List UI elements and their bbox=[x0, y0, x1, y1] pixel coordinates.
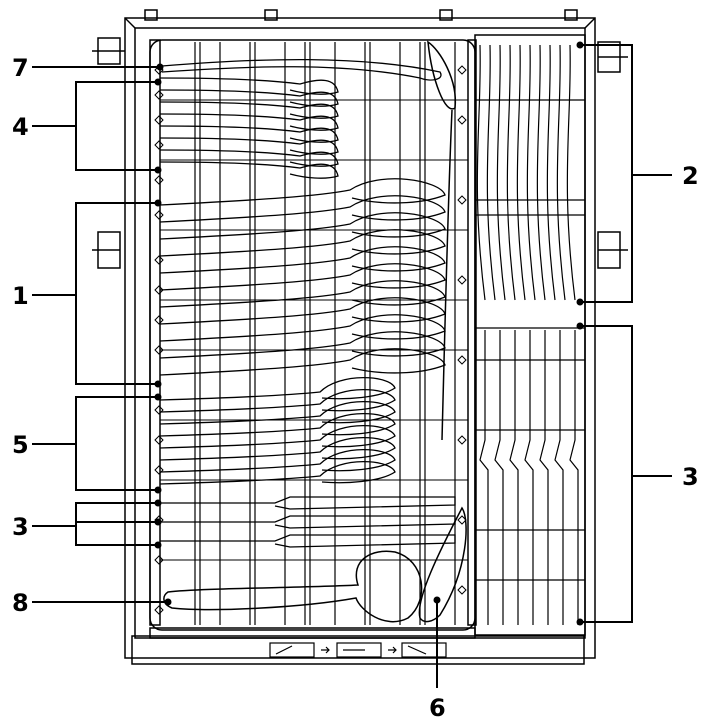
callout-dots bbox=[154, 41, 584, 626]
callout-6: 6 bbox=[429, 694, 446, 722]
wheel-mid-right bbox=[597, 231, 628, 269]
callout-leaders bbox=[32, 44, 672, 688]
wheel-top-right bbox=[597, 41, 628, 73]
wheel-top-left bbox=[92, 37, 125, 65]
callout-2: 2 bbox=[682, 162, 699, 190]
callout-3-left: 3 bbox=[12, 513, 29, 541]
knives-left bbox=[160, 496, 456, 548]
callout-4: 4 bbox=[12, 113, 29, 141]
spoons-small bbox=[159, 376, 396, 485]
ladle bbox=[163, 550, 423, 623]
top-utensil bbox=[161, 58, 442, 81]
callout-7: 7 bbox=[12, 54, 29, 82]
wheel-mid-left bbox=[92, 231, 121, 269]
forks-top bbox=[159, 77, 339, 179]
adjuster-position-3-icon bbox=[401, 642, 447, 658]
callout-5: 5 bbox=[12, 431, 29, 459]
callout-1: 1 bbox=[12, 282, 29, 310]
arrow-right-icon bbox=[388, 646, 397, 654]
callout-8: 8 bbox=[12, 589, 29, 617]
rack-crossbars bbox=[160, 99, 468, 561]
adjuster-icons bbox=[269, 642, 447, 658]
front-handle bbox=[131, 627, 585, 665]
callout-3-right: 3 bbox=[682, 463, 699, 491]
knives-right-vertical bbox=[475, 327, 585, 625]
adjuster-position-1-icon bbox=[269, 642, 315, 658]
server-knife bbox=[418, 40, 467, 623]
arrow-right-icon bbox=[321, 646, 330, 654]
adjuster-position-2-icon bbox=[336, 642, 382, 658]
rail-wheels bbox=[92, 37, 628, 269]
forks-right-vertical bbox=[475, 44, 585, 301]
spoons-large bbox=[159, 178, 446, 376]
